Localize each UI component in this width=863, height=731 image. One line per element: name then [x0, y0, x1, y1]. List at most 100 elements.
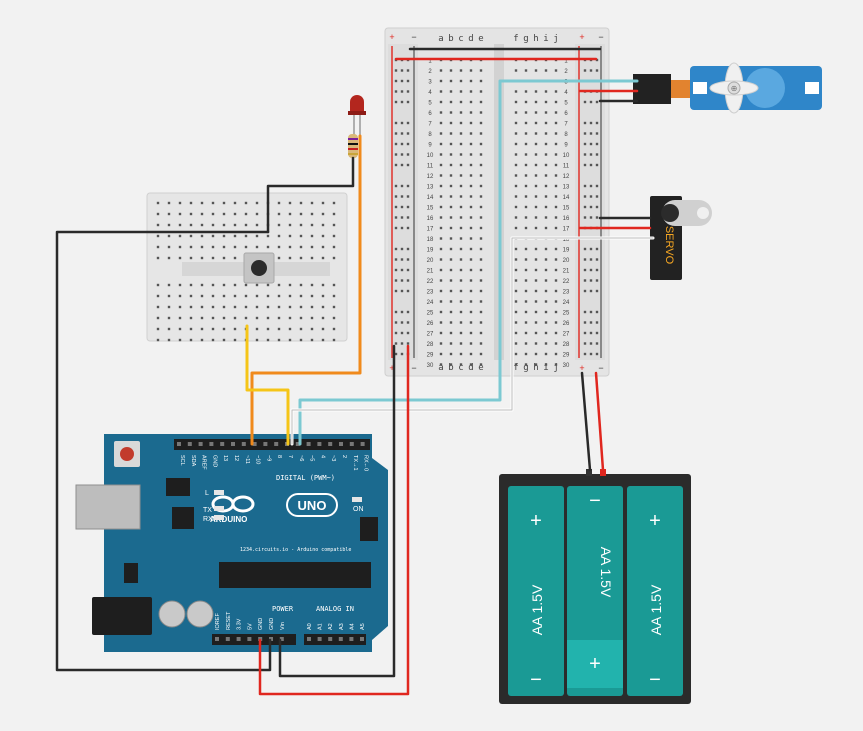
- breadboard-hole[interactable]: [514, 121, 518, 125]
- breadboard-hole[interactable]: [554, 321, 558, 324]
- servo-horn[interactable]: ⊕: [709, 62, 759, 114]
- breadboard-hole[interactable]: [439, 163, 443, 167]
- power-pin-hole[interactable]: [225, 637, 230, 641]
- rail-hole[interactable]: [595, 121, 599, 125]
- breadboard-hole[interactable]: [459, 226, 463, 230]
- mini-hole[interactable]: [200, 212, 204, 216]
- breadboard-hole[interactable]: [449, 363, 453, 366]
- rail-hole[interactable]: [406, 279, 410, 282]
- digital-pin-hole[interactable]: [274, 442, 279, 446]
- breadboard-hole[interactable]: [439, 300, 443, 303]
- pushbutton-cap[interactable]: [251, 260, 267, 276]
- breadboard-hole[interactable]: [534, 205, 538, 209]
- rail-hole[interactable]: [394, 258, 398, 261]
- breadboard-hole[interactable]: [554, 100, 558, 104]
- breadboard-hole[interactable]: [514, 258, 518, 261]
- rail-hole[interactable]: [400, 132, 404, 135]
- breadboard-hole[interactable]: [544, 163, 548, 167]
- mini-hole[interactable]: [156, 338, 160, 342]
- breadboard-hole[interactable]: [439, 352, 443, 356]
- rail-hole[interactable]: [583, 258, 587, 261]
- battery-cell-1[interactable]: + − AA 1.5V: [508, 486, 564, 696]
- mini-hole[interactable]: [200, 327, 204, 331]
- breadboard-hole[interactable]: [439, 90, 443, 93]
- analog-pin-hole[interactable]: [338, 637, 343, 641]
- breadboard-hole[interactable]: [544, 300, 548, 303]
- mini-hole[interactable]: [332, 245, 336, 249]
- mini-hole[interactable]: [332, 201, 336, 205]
- breadboard-hole[interactable]: [534, 142, 538, 146]
- breadboard-hole[interactable]: [439, 258, 443, 261]
- breadboard-hole[interactable]: [439, 111, 443, 114]
- breadboard-hole[interactable]: [514, 352, 518, 356]
- breadboard-hole[interactable]: [449, 90, 453, 93]
- reset-button[interactable]: [120, 447, 134, 461]
- analog-header[interactable]: [304, 634, 366, 645]
- red-led[interactable]: [348, 95, 366, 136]
- rail-hole[interactable]: [595, 58, 599, 62]
- digital-pin-hole[interactable]: [317, 442, 322, 446]
- breadboard-hole[interactable]: [514, 184, 518, 188]
- breadboard-hole[interactable]: [534, 342, 538, 345]
- rail-hole[interactable]: [394, 289, 398, 293]
- breadboard-hole[interactable]: [554, 174, 558, 177]
- breadboard-hole[interactable]: [524, 100, 528, 104]
- mini-hole[interactable]: [156, 245, 160, 249]
- mini-hole[interactable]: [255, 283, 259, 287]
- mini-hole[interactable]: [222, 327, 226, 331]
- power-pin-hole[interactable]: [269, 637, 273, 641]
- mini-hole[interactable]: [178, 256, 182, 260]
- breadboard-hole[interactable]: [439, 184, 443, 188]
- mini-hole[interactable]: [189, 327, 193, 331]
- rail-hole[interactable]: [589, 184, 593, 188]
- breadboard-hole[interactable]: [449, 331, 453, 335]
- mini-hole[interactable]: [156, 212, 160, 216]
- breadboard-hole[interactable]: [439, 195, 443, 198]
- breadboard-hole[interactable]: [534, 216, 538, 219]
- rail-hole[interactable]: [595, 310, 599, 314]
- breadboard-hole[interactable]: [534, 90, 538, 93]
- mini-hole[interactable]: [277, 212, 281, 216]
- breadboard-hole[interactable]: [449, 163, 453, 167]
- mini-hole[interactable]: [299, 305, 303, 309]
- breadboard-hole[interactable]: [469, 111, 473, 114]
- wire-black-resistor[interactable]: [266, 156, 355, 234]
- mini-hole[interactable]: [321, 201, 325, 205]
- rail-hole[interactable]: [394, 100, 398, 104]
- breadboard-hole[interactable]: [554, 289, 558, 293]
- rail-hole[interactable]: [406, 216, 410, 219]
- breadboard-hole[interactable]: [554, 153, 558, 156]
- rail-hole[interactable]: [583, 205, 587, 209]
- digital-pin-hole[interactable]: [198, 442, 203, 446]
- mini-hole[interactable]: [266, 294, 270, 298]
- mini-hole[interactable]: [321, 245, 325, 249]
- mini-hole[interactable]: [156, 316, 160, 320]
- breadboard-hole[interactable]: [554, 352, 558, 356]
- breadboard-hole[interactable]: [479, 331, 483, 335]
- mini-hole[interactable]: [288, 316, 292, 320]
- analog-pin-hole[interactable]: [360, 637, 364, 641]
- mini-hole[interactable]: [222, 283, 226, 287]
- mini-hole[interactable]: [310, 223, 314, 227]
- breadboard-hole[interactable]: [469, 174, 473, 177]
- mini-hole[interactable]: [178, 223, 182, 227]
- mini-hole[interactable]: [156, 256, 160, 260]
- breadboard-hole[interactable]: [439, 100, 443, 104]
- breadboard-hole[interactable]: [534, 195, 538, 198]
- breadboard-hole[interactable]: [469, 153, 473, 156]
- wire-yellow-button[interactable]: [245, 324, 290, 446]
- rail-hole[interactable]: [400, 216, 404, 219]
- breadboard-hole[interactable]: [469, 69, 473, 72]
- rail-hole[interactable]: [406, 331, 410, 335]
- breadboard-hole[interactable]: [554, 226, 558, 230]
- mini-hole[interactable]: [178, 294, 182, 298]
- rail-hole[interactable]: [394, 279, 398, 282]
- mini-hole[interactable]: [189, 234, 193, 238]
- breadboard-hole[interactable]: [469, 163, 473, 167]
- breadboard-hole[interactable]: [554, 279, 558, 282]
- breadboard-hole[interactable]: [449, 321, 453, 324]
- power-header[interactable]: [212, 634, 296, 645]
- mini-hole[interactable]: [200, 316, 204, 320]
- rail-hole[interactable]: [589, 289, 593, 293]
- micro-servo[interactable]: SERVO: [650, 196, 712, 280]
